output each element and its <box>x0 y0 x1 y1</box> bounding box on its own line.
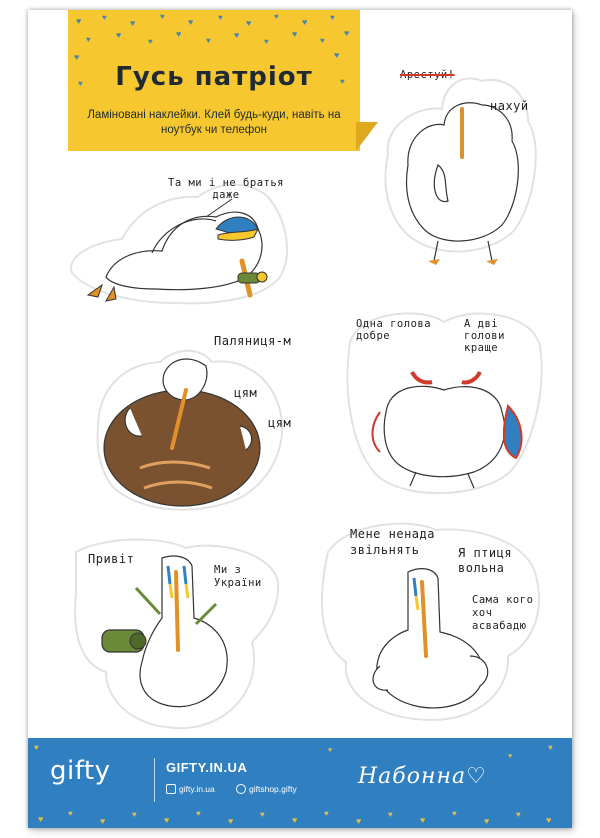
sticker-bag-goose: Привіт Ми з України <box>66 532 286 732</box>
svg-text:♥: ♥ <box>196 809 201 818</box>
instagram-icon <box>166 784 176 794</box>
svg-text:♥: ♥ <box>344 28 349 38</box>
svg-text:♥: ♥ <box>130 18 135 28</box>
svg-text:♥: ♥ <box>218 13 223 22</box>
svg-text:♥: ♥ <box>78 79 83 88</box>
svg-text:♥: ♥ <box>164 815 169 825</box>
svg-text:♥: ♥ <box>484 816 489 826</box>
page-title: Гусь патріот <box>115 62 313 92</box>
bread-goose-caption-2: цям <box>234 386 258 400</box>
svg-text:♥: ♥ <box>246 18 251 28</box>
sticker-bread-goose: Паляниця-м цям цям <box>90 318 320 518</box>
goose-back-caption: нахуй <box>490 99 529 113</box>
sticker-flying-goose: Та ми і не братья даже <box>66 165 296 315</box>
bread-goose-caption-3: цям <box>268 416 292 430</box>
svg-text:♥: ♥ <box>234 30 239 40</box>
free-goose-caption-1: Мене ненада звільнять <box>350 527 435 557</box>
free-goose-caption-3: Сама кого хоч асвабадю <box>472 594 534 632</box>
svg-text:♥: ♥ <box>188 17 193 27</box>
svg-text:♥: ♥ <box>324 809 329 818</box>
page-subtitle: Ламіновані наклейки. Клей будь-куди, нав… <box>87 109 341 136</box>
facebook-handle: giftshop.gifty <box>249 784 297 794</box>
header-tag: ♥ ♥ ♥ ♥ ♥ ♥ ♥ ♥ ♥ ♥ ♥ ♥ ♥ ♥ ♥ ♥ ♥ ♥ ♥ ♥ ♥ ♥ ♥ ♥ Гусь… <box>68 10 378 151</box>
yellow-hearts-pattern: ♥ ♥ ♥ ♥ ♥ ♥ ♥ ♥ ♥ ♥ ♥ ♥ ♥ ♥ ♥ ♥ ♥ ♥ ♥ ♥ ♥ <box>34 743 553 826</box>
website-link[interactable]: GIFTY.IN.UA <box>166 760 248 775</box>
svg-text:♥: ♥ <box>38 814 43 824</box>
svg-text:♥: ♥ <box>228 816 233 826</box>
tag-fold-corner <box>356 122 378 151</box>
sticker-sheet: ♥ ♥ ♥ ♥ ♥ ♥ ♥ ♥ ♥ ♥ ♥ ♥ ♥ ♥ ♥ ♥ ♥ ♥ ♥ ♥ ♥ ♥ ♥ ♥ Гусь… <box>28 10 572 828</box>
svg-text:♥: ♥ <box>100 816 105 826</box>
svg-text:♥: ♥ <box>516 810 521 819</box>
bag-goose-left-caption: Привіт <box>88 552 135 566</box>
svg-text:♥: ♥ <box>320 36 325 45</box>
gifty-logo: gifty <box>50 756 111 786</box>
two-headed-goose-illustration <box>346 312 543 495</box>
svg-text:♥: ♥ <box>292 29 297 39</box>
svg-text:♥: ♥ <box>330 13 335 22</box>
svg-text:♥: ♥ <box>148 37 153 46</box>
flying-goose-caption: Та ми і не братья даже <box>168 177 284 201</box>
bread-goose-caption-1: Паляниця-м <box>214 334 292 348</box>
svg-text:♥: ♥ <box>328 747 332 754</box>
footer-divider <box>154 758 155 802</box>
svg-text:♥: ♥ <box>388 810 393 819</box>
facebook-icon <box>236 784 246 794</box>
svg-text:♥: ♥ <box>206 36 211 45</box>
svg-text:♥: ♥ <box>508 753 512 760</box>
svg-text:♥: ♥ <box>160 12 165 21</box>
svg-text:♥: ♥ <box>340 77 345 86</box>
facebook-link[interactable]: giftshop.gifty <box>236 784 297 794</box>
footer-bar: ♥ ♥ ♥ ♥ ♥ ♥ ♥ ♥ ♥ ♥ ♥ ♥ ♥ ♥ ♥ ♥ ♥ ♥ ♥ ♥ ♥ gifty GI… <box>28 738 572 828</box>
svg-text:♥: ♥ <box>116 30 121 40</box>
svg-text:♥: ♥ <box>76 16 81 26</box>
artist-signature: Набонна♡ <box>358 764 487 789</box>
bag-goose-right-caption: Ми з України <box>214 564 262 589</box>
flying-goose-illustration <box>70 183 288 305</box>
svg-text:♥: ♥ <box>102 13 107 22</box>
svg-text:♥: ♥ <box>356 816 361 826</box>
sticker-goose-back: Арестуй! нахуй <box>378 65 543 275</box>
svg-text:♥: ♥ <box>546 815 551 825</box>
blue-hearts-pattern: ♥ ♥ ♥ ♥ ♥ ♥ ♥ ♥ ♥ ♥ ♥ ♥ ♥ ♥ ♥ ♥ ♥ ♥ ♥ ♥ ♥ ♥ ♥ ♥ <box>74 12 349 88</box>
svg-text:♥: ♥ <box>86 35 91 44</box>
svg-text:♥: ♥ <box>292 815 297 825</box>
goose-back-crossed-word: Арестуй! <box>400 69 455 81</box>
sticker-two-headed-goose: Одна голова добре А дві голови краще <box>340 302 550 502</box>
svg-text:♥: ♥ <box>452 809 457 818</box>
svg-text:♥: ♥ <box>260 810 265 819</box>
svg-text:♥: ♥ <box>420 815 425 825</box>
svg-text:♥: ♥ <box>264 37 269 46</box>
svg-text:♥: ♥ <box>74 52 79 62</box>
svg-text:♥: ♥ <box>176 29 181 39</box>
bag-goose-illustration <box>74 538 280 730</box>
two-headed-right-caption: А дві голови краще <box>464 318 505 354</box>
svg-text:♥: ♥ <box>132 810 137 819</box>
svg-text:♥: ♥ <box>548 743 553 752</box>
svg-text:♥: ♥ <box>68 809 73 818</box>
svg-text:♥: ♥ <box>274 12 279 21</box>
svg-text:♥: ♥ <box>34 743 39 752</box>
free-goose-illustration <box>321 522 540 722</box>
bread-goose-illustration <box>96 349 284 511</box>
instagram-handle: gifty.in.ua <box>179 784 215 794</box>
sticker-free-goose: Мене ненада звільнять Я птиця вольна Сам… <box>312 516 550 726</box>
svg-text:♥: ♥ <box>302 17 307 27</box>
two-headed-left-caption: Одна голова добре <box>356 318 432 342</box>
svg-text:♥: ♥ <box>334 50 339 60</box>
instagram-link[interactable]: gifty.in.ua <box>166 784 215 794</box>
free-goose-caption-2: Я птиця вольна <box>458 546 513 575</box>
goose-back-illustration <box>384 77 537 265</box>
